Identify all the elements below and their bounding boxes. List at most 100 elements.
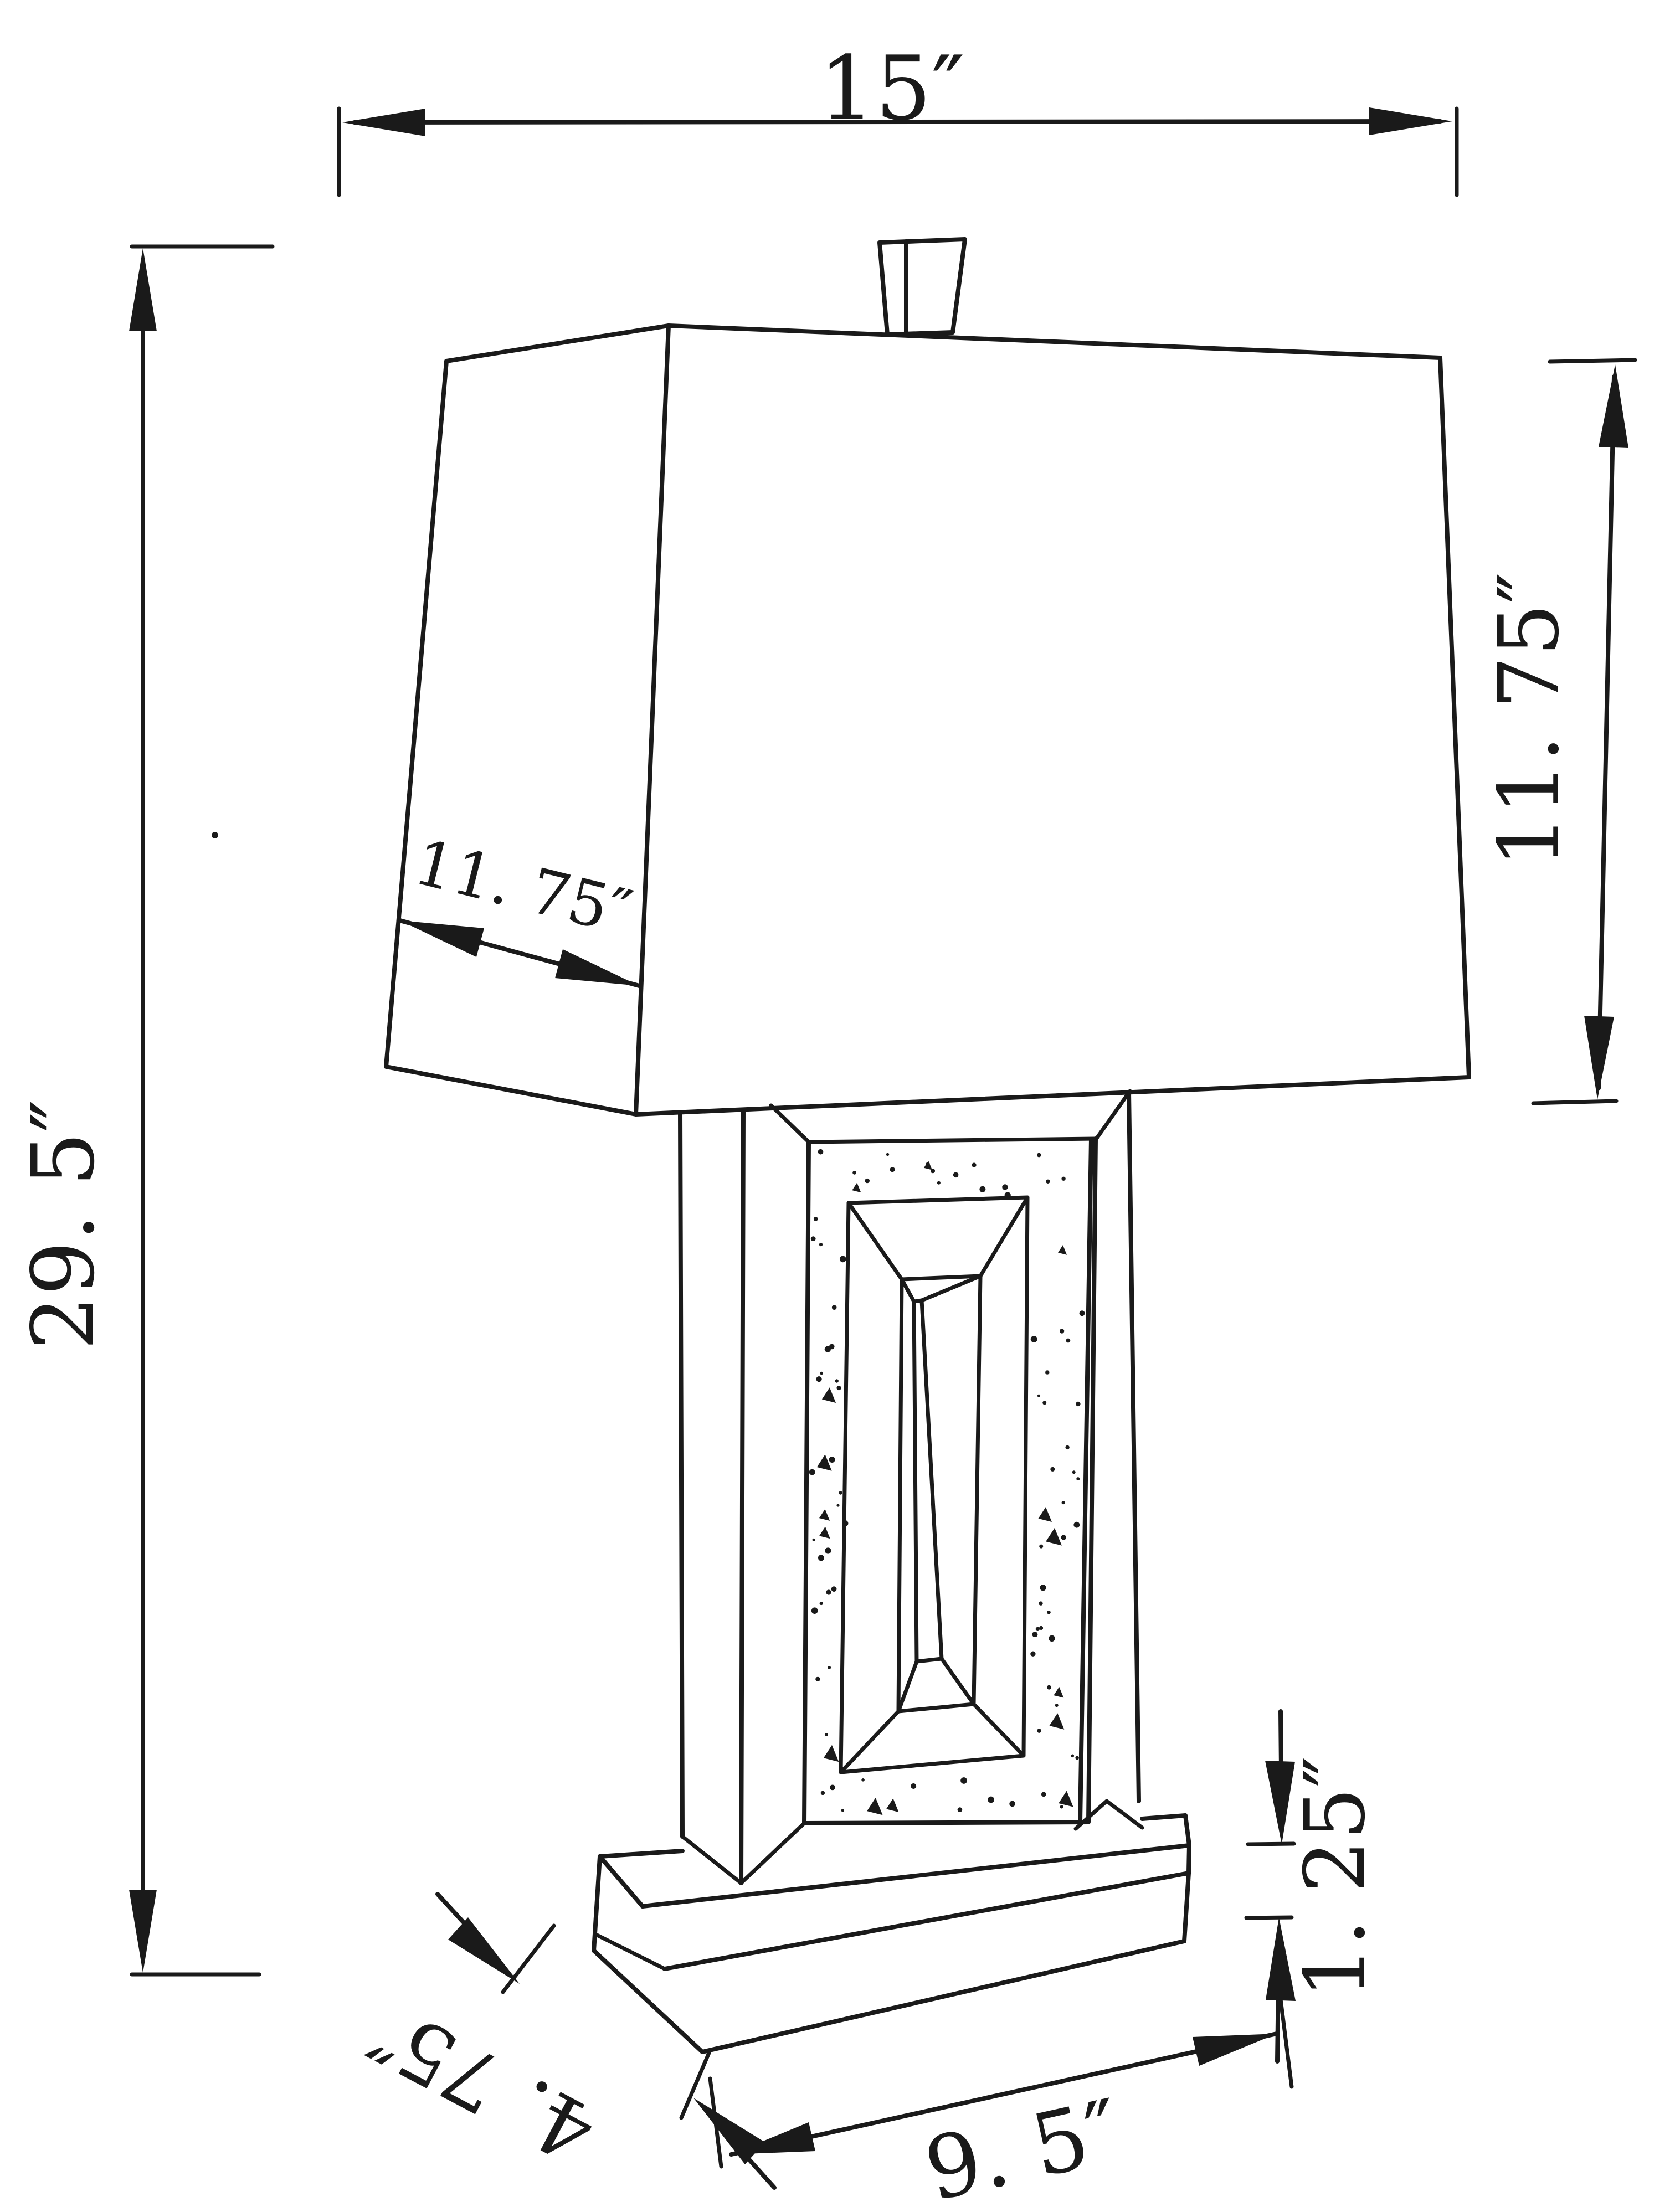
dim-base-depth-label: 4. 75″ bbox=[354, 1984, 610, 2181]
crystal-triangle bbox=[816, 1454, 832, 1471]
dim-shade-depth: 11. 75″ bbox=[398, 826, 641, 988]
crystal-dot bbox=[988, 1796, 994, 1803]
crystal-triangle bbox=[1038, 1507, 1052, 1522]
dim-base-step-arrow-up bbox=[1266, 1917, 1296, 2001]
crystal-dot bbox=[831, 1305, 837, 1310]
crystal-dot bbox=[816, 1376, 822, 1382]
crystal-dot bbox=[1061, 1535, 1066, 1540]
crystal-dot bbox=[810, 1236, 816, 1242]
base-right-end-edges bbox=[1182, 1813, 1191, 1943]
base-step-front-top-edge bbox=[640, 1843, 1191, 1909]
panel-bevel-outer bbox=[839, 1195, 1030, 1774]
crystal-dot bbox=[830, 1784, 835, 1791]
crystal-dot bbox=[1076, 1477, 1080, 1481]
column-pillars bbox=[678, 1090, 1144, 1885]
crystal-dot bbox=[842, 1520, 849, 1527]
crystal-dot bbox=[825, 1547, 831, 1554]
crystal-dot bbox=[839, 1491, 842, 1495]
crystal-dot bbox=[841, 1809, 845, 1812]
base-left-bottom-edge bbox=[592, 1948, 705, 2054]
dim-shade-height-tick-bottom bbox=[1531, 1099, 1619, 1105]
crystal-dot bbox=[1061, 1176, 1066, 1181]
bevel-slant-tr bbox=[978, 1195, 1030, 1278]
crystal-dot bbox=[1075, 1756, 1079, 1760]
crystal-dot bbox=[1045, 1370, 1050, 1375]
crystal-dot bbox=[1079, 1310, 1085, 1316]
crystal-dot bbox=[829, 1344, 835, 1350]
crystal-dot bbox=[953, 1172, 959, 1178]
crystal-dot bbox=[960, 1777, 967, 1784]
crystal-dot bbox=[1004, 1192, 1011, 1198]
dim-shade-height-arrow-bottom bbox=[1584, 1016, 1614, 1099]
crystal-dot bbox=[1047, 1685, 1051, 1690]
crystal-dot bbox=[813, 1217, 818, 1221]
lamp-shade bbox=[384, 323, 1471, 1117]
crystal-dot bbox=[1050, 1467, 1055, 1472]
crystal-dot bbox=[818, 1555, 824, 1561]
crystal-dot bbox=[1042, 1401, 1047, 1405]
dim-base-width-label: 9. 5″ bbox=[916, 2080, 1129, 2212]
dim-base-step-arrow-down bbox=[1265, 1761, 1295, 1844]
crystal-dot bbox=[835, 1379, 839, 1383]
base-slab-front-top-edge bbox=[662, 1871, 1191, 1971]
crystal-dot bbox=[1032, 1632, 1038, 1638]
bevel-slant-tl bbox=[846, 1201, 904, 1282]
panel-center-strip bbox=[912, 1298, 944, 1664]
dim-overall-width: 15″ bbox=[337, 37, 1459, 197]
crystal-triangle bbox=[1054, 1686, 1064, 1698]
crystal-dot bbox=[824, 1346, 831, 1352]
shade-front-face bbox=[634, 323, 1471, 1117]
crystal-dot bbox=[865, 1178, 870, 1184]
crystal-dot bbox=[1047, 1610, 1051, 1614]
pillar-right-outer-edge bbox=[1127, 1090, 1141, 1803]
dim-base-step: 1. 25″ bbox=[1244, 1709, 1384, 2064]
crystal-dot bbox=[811, 1607, 818, 1614]
base-step-top-left-edge bbox=[598, 1854, 645, 1909]
crystal-dot bbox=[1037, 1729, 1041, 1733]
dim-shade-depth-arrow-left bbox=[400, 920, 484, 957]
bevel-slant-bl bbox=[839, 1709, 901, 1774]
crystal-dot bbox=[852, 1171, 856, 1175]
crystal-dot bbox=[824, 1733, 828, 1736]
crystal-triangle bbox=[1059, 1791, 1073, 1807]
crystal-dot bbox=[836, 1504, 840, 1507]
column-panel bbox=[802, 1136, 1098, 1825]
crystal-dot bbox=[812, 1538, 815, 1541]
dim-height-label: 29. 5″ bbox=[13, 1100, 114, 1350]
dim-width-label: 15″ bbox=[819, 37, 964, 140]
crystal-dot bbox=[1041, 1792, 1046, 1797]
crystal-dot bbox=[1037, 1153, 1041, 1158]
crystal-dot bbox=[818, 1149, 824, 1155]
dim-base-step-label: 1. 25″ bbox=[1287, 1756, 1384, 1999]
pillar-right-foot bbox=[1073, 1799, 1144, 1831]
crystal-dot bbox=[890, 1167, 895, 1172]
crystal-dot bbox=[1071, 1754, 1075, 1758]
crystal-triangle bbox=[923, 1160, 932, 1170]
crystal-dot bbox=[839, 1256, 846, 1263]
dim-shade-height-label: 11. 75″ bbox=[1481, 572, 1578, 867]
crystal-dot bbox=[836, 1386, 841, 1391]
crystal-dot bbox=[828, 1666, 831, 1669]
inner-slant-tr bbox=[919, 1274, 983, 1303]
lamp-base bbox=[592, 1813, 1191, 2054]
crystal-dot bbox=[815, 1676, 820, 1682]
dim-shade-height-arrow-top bbox=[1599, 364, 1628, 448]
crystal-dot bbox=[1066, 1338, 1071, 1343]
base-slab-bottom-edge bbox=[700, 1939, 1186, 2054]
cap-bottom-edge bbox=[806, 1136, 1098, 1144]
dim-overall-height: 29. 5″ bbox=[13, 244, 275, 1977]
crystal-dot bbox=[937, 1181, 941, 1185]
crystal-dot bbox=[1030, 1336, 1037, 1342]
dim-width-arrow-right bbox=[1369, 107, 1452, 135]
dim-shade-height-line bbox=[1596, 374, 1616, 1090]
dim-base-width-line bbox=[729, 2031, 1279, 2157]
crystal-dot bbox=[957, 1807, 963, 1812]
pillar-right-inner-edge bbox=[1078, 1137, 1093, 1824]
crystal-dot bbox=[979, 1186, 986, 1192]
crystal-dot bbox=[819, 1243, 823, 1247]
crystal-dot bbox=[1072, 1470, 1076, 1474]
crystal-dot bbox=[1076, 1401, 1081, 1407]
dim-base-depth-arrow-upper bbox=[448, 1917, 520, 1984]
